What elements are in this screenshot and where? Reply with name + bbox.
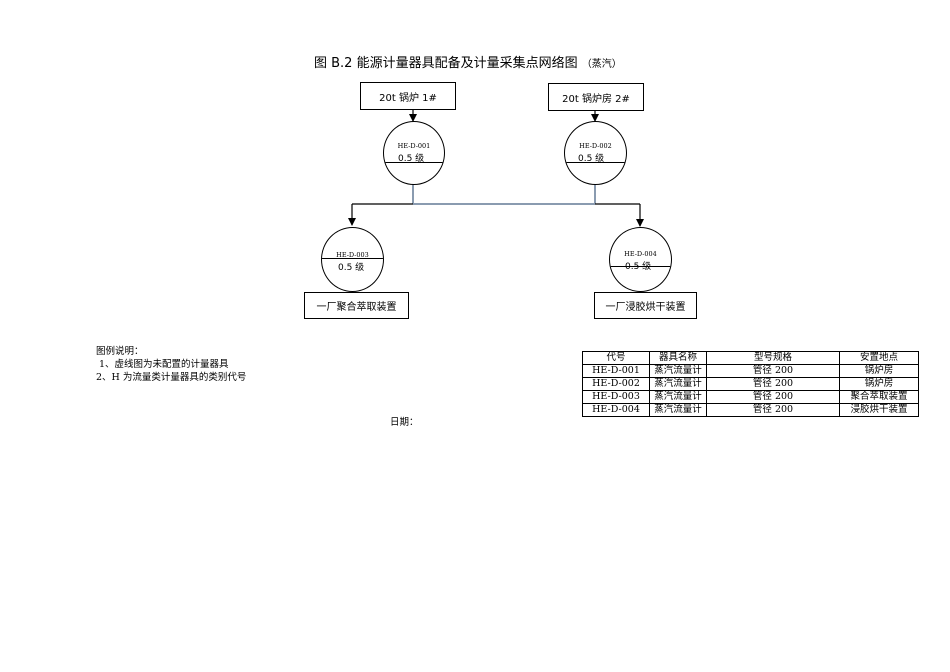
table-cell: 蒸汽流量计 — [649, 390, 707, 404]
page-title: 图 B.2 能源计量器具配备及计量采集点网络图 （蒸汽） — [314, 52, 622, 71]
table-header: 型号规格 — [706, 351, 840, 365]
legend: 图例说明： 1、虚线图为未配置的计量器具 2、H 为流量类计量器具的类别代号 — [96, 345, 246, 384]
table-header-row: 代号 器具名称 型号规格 安置地点 — [582, 351, 919, 365]
table-cell: 管径 200 — [706, 390, 840, 404]
date-label: 日期： — [390, 417, 419, 428]
meter-he-d-004: HE-D-004 0.5 级 — [609, 227, 672, 292]
table-cell: 浸胶烘干装置 — [839, 403, 919, 417]
table-cell: HE-D-002 — [582, 377, 650, 391]
table-cell: 管径 200 — [706, 403, 840, 417]
table-row: HE-D-001 蒸汽流量计 管径 200 锅炉房 — [582, 364, 919, 378]
table-cell: 聚合萃取装置 — [839, 390, 919, 404]
table-cell: 锅炉房 — [839, 377, 919, 391]
table-cell: 锅炉房 — [839, 364, 919, 378]
table-header: 安置地点 — [839, 351, 919, 365]
legend-item: 2、H 为流量类计量器具的类别代号 — [96, 372, 247, 383]
source-box-boiler-1: 20t 锅炉 1# — [360, 82, 456, 110]
table-row: HE-D-002 蒸汽流量计 管径 200 锅炉房 — [582, 377, 919, 391]
meter-inventory-table: 代号 器具名称 型号规格 安置地点 HE-D-001 蒸汽流量计 管径 200 … — [582, 351, 919, 417]
meter-he-d-003: HE-D-003 0.5 级 — [321, 227, 384, 292]
source-box-boiler-2: 20t 锅炉房 2# — [548, 83, 644, 111]
table-row: HE-D-004 蒸汽流量计 管径 200 浸胶烘干装置 — [582, 403, 919, 417]
table-cell: HE-D-004 — [582, 403, 650, 417]
table-cell: 管径 200 — [706, 364, 840, 378]
destination-label-1: 一厂聚合萃取装置 — [316, 302, 397, 313]
table-cell: 蒸汽流量计 — [649, 403, 707, 417]
destination-label-2: 一厂浸胶烘干装置 — [605, 302, 686, 313]
meter-grade: 0.5 级 — [338, 263, 365, 273]
meter-code: HE-D-002 — [579, 142, 612, 150]
meter-code: HE-D-001 — [397, 142, 431, 150]
destination-box-polymer-extraction: 一厂聚合萃取装置 — [304, 292, 409, 319]
table-cell: 蒸汽流量计 — [649, 364, 707, 378]
source-label-2: 20t 锅炉房 2# — [562, 93, 630, 105]
table-cell: HE-D-003 — [582, 390, 650, 404]
table-cell: 蒸汽流量计 — [649, 377, 707, 391]
meter-grade: 0.5 级 — [625, 262, 652, 272]
meter-he-d-002: HE-D-002 0.5 级 — [564, 121, 627, 185]
table-cell: HE-D-001 — [582, 364, 650, 378]
table-cell: 管径 200 — [706, 377, 840, 391]
table-header: 器具名称 — [649, 351, 707, 365]
meter-grade: 0.5 级 — [398, 154, 425, 164]
meter-he-d-001: HE-D-001 0.5 级 — [383, 121, 445, 185]
legend-heading: 图例说明： — [96, 346, 144, 357]
destination-box-dipping-drying: 一厂浸胶烘干装置 — [594, 292, 697, 319]
title-sub: （蒸汽） — [581, 59, 622, 70]
meter-code: HE-D-003 — [336, 251, 369, 259]
table-header: 代号 — [582, 351, 650, 365]
title-main: 图 B.2 能源计量器具配备及计量采集点网络图 — [314, 56, 578, 71]
meter-code: HE-D-004 — [624, 250, 657, 258]
meter-grade: 0.5 级 — [578, 154, 605, 164]
legend-item: 1、虚线图为未配置的计量器具 — [99, 359, 229, 370]
source-label-1: 20t 锅炉 1# — [379, 92, 437, 104]
table-row: HE-D-003 蒸汽流量计 管径 200 聚合萃取装置 — [582, 390, 919, 404]
